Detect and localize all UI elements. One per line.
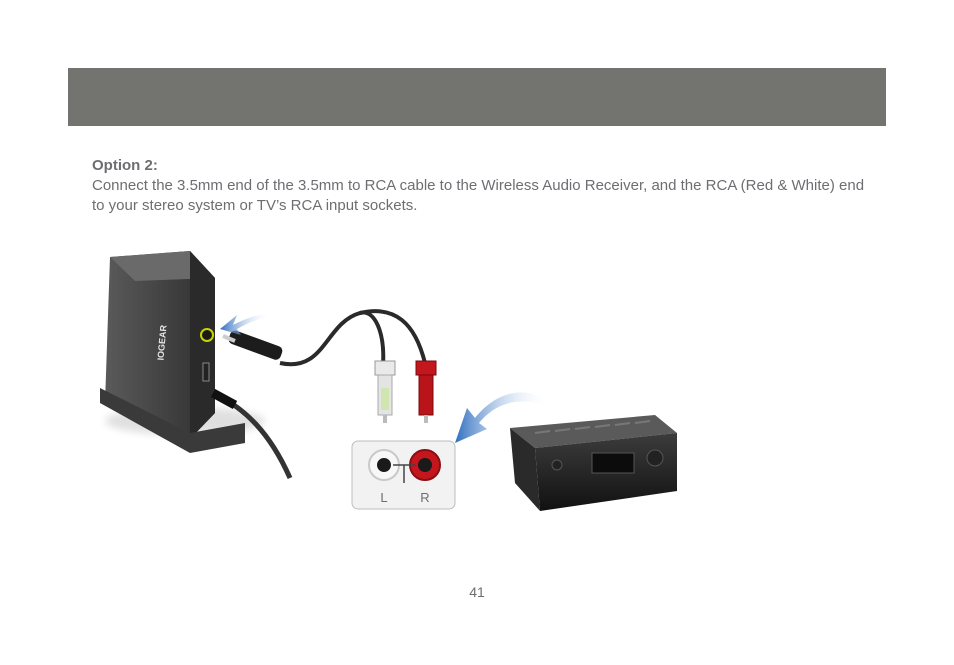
left-channel-label: L — [380, 490, 387, 505]
audio-cable — [279, 309, 427, 367]
brand-logo: IOGEAR — [155, 324, 168, 361]
header-bar — [68, 68, 886, 126]
stereo-system — [510, 415, 677, 511]
arrow-to-receiver — [220, 313, 270, 335]
rca-plug-white — [374, 360, 396, 423]
rca-plug-red — [415, 360, 437, 423]
plug-3.5mm — [222, 330, 283, 360]
option-description: Connect the 3.5mm end of the 3.5mm to RC… — [92, 177, 865, 214]
right-channel-label: R — [420, 490, 429, 505]
arrow-to-rca — [455, 392, 550, 443]
option-title: Option 2: — [92, 157, 158, 174]
instruction-section: Option 2: Connect the 3.5mm end of the 3… — [92, 156, 872, 216]
connection-illustration: IOGEAR L R — [100, 251, 677, 511]
page-number: 41 — [469, 584, 485, 600]
rca-input-panel: L R — [351, 440, 456, 510]
wireless-audio-receiver: IOGEAR — [100, 251, 265, 453]
